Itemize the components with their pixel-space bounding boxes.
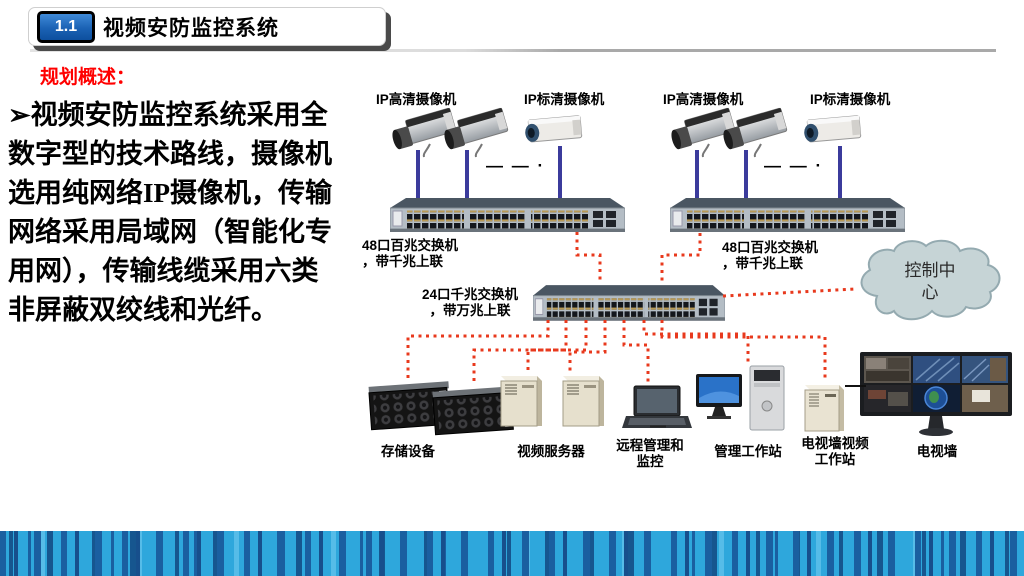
hd-camera-icon: [719, 100, 789, 165]
hd-camera-icon: [440, 100, 510, 165]
section-number-badge: 1.1: [37, 10, 95, 43]
header-underline: [30, 49, 996, 52]
tv-wall-workstation-icon: [801, 379, 847, 438]
access-switch-label-left: 48口百兆交换机 ，带千兆上联: [362, 238, 459, 269]
page-title: 视频安防监控系统: [103, 15, 279, 40]
hd-camera-icon: [388, 100, 458, 165]
device-label-tv-wall: 电视墙: [916, 444, 958, 459]
device-label-tvwall-workstation: 电视墙视频 工作站: [801, 436, 869, 467]
overview-heading: 规划概述：: [40, 67, 136, 88]
device-label-video-server: 视频服务器: [517, 444, 585, 459]
sd-camera-label-right: IP标清摄像机: [810, 92, 891, 107]
core-switch-icon: [532, 283, 726, 330]
ellipsis-dashes-right: — — ·: [764, 156, 824, 175]
hd-camera-icon: [667, 100, 737, 165]
sd-camera-icon: [521, 108, 585, 155]
tv-wall-icon: [860, 352, 1012, 445]
body-paragraph: ➢视频安防监控系统采用全 数字型的技术路线，摄像机 选用纯网络IP摄像机，传输 …: [8, 100, 332, 325]
device-label-storage: 存储设备: [381, 444, 435, 459]
access-switch-icon: [389, 196, 626, 241]
device-label-remote-mgmt: 远程管理和 监控: [616, 438, 684, 469]
ellipsis-dashes-left: — — ·: [486, 156, 546, 175]
video-server-icon: [558, 372, 606, 433]
control-center-label: 控制中 心: [904, 261, 956, 302]
control-center-cloud: 控制中 心: [850, 234, 1010, 331]
video-server-icon: [496, 372, 544, 433]
access-switch-icon: [669, 196, 906, 241]
core-switch-label: 24口千兆交换机 ，带万兆上联: [421, 287, 519, 318]
access-switch-label-right: 48口百兆交换机 ，带千兆上联: [722, 240, 819, 271]
hd-camera-label-left: IP高清摄像机: [376, 92, 457, 107]
hd-camera-label-right: IP高清摄像机: [663, 92, 744, 107]
sd-camera-icon: [800, 108, 864, 155]
sd-camera-label-left: IP标清摄像机: [524, 92, 605, 107]
management-workstation-icon: [696, 364, 792, 439]
laptop-icon: [620, 384, 692, 437]
device-label-mgmt-workstation: 管理工作站: [714, 444, 782, 459]
header-title-box: 1.1 视频安防监控系统: [28, 7, 386, 46]
footer-barcode-band: [0, 531, 1024, 576]
